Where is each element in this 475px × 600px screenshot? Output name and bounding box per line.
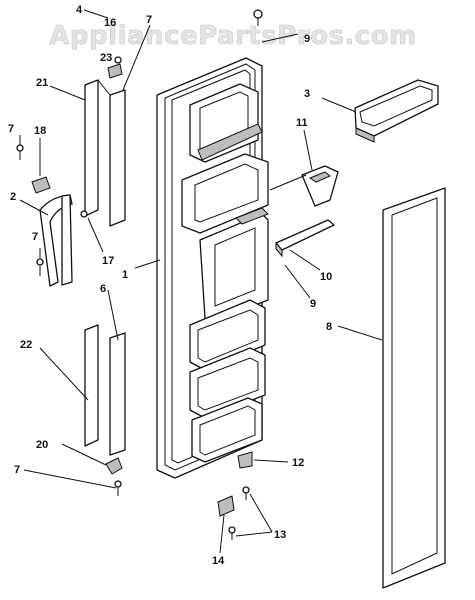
callout-13: 13 (274, 529, 286, 541)
upper-handle-trim (84, 79, 126, 227)
watermark-text: AppliancePartsPros.com (49, 21, 416, 51)
hinge-cap (105, 457, 123, 475)
upper-door-bin (189, 83, 263, 163)
callout-20: 20 (36, 439, 48, 451)
callout-3: 3 (304, 88, 310, 100)
callout-7-bottom: 7 (14, 464, 20, 476)
dispenser-housing (199, 207, 269, 323)
trim-clip (107, 63, 123, 79)
callout-4: 4 (76, 4, 83, 16)
screw-13a (242, 486, 250, 500)
door-shelf-bin (354, 79, 439, 143)
bottom-hinge-bracket (217, 495, 235, 517)
callout-1: 1 (122, 269, 128, 281)
callout-6: 6 (100, 283, 106, 295)
screw-7c (36, 258, 44, 276)
door-gasket (382, 187, 446, 589)
callout-14: 14 (212, 555, 225, 567)
door-handle (39, 194, 73, 287)
dispenser-trim-strip (275, 219, 335, 258)
handle-end-cap (31, 176, 51, 194)
callout-22: 22 (20, 339, 32, 351)
callout-9-top: 9 (304, 33, 310, 45)
hinge-bushing (237, 451, 253, 469)
callout-7-mid: 7 (32, 231, 38, 243)
callout-2: 2 (10, 191, 16, 203)
leader-lines (19, 9, 383, 554)
dispenser-chute (301, 165, 339, 207)
callout-7-left: 7 (8, 123, 14, 135)
callout-16: 16 (104, 17, 116, 29)
callout-labels: 4 7 16 23 9 21 3 11 7 18 2 7 17 1 10 6 9… (8, 4, 332, 567)
lower-handle-trim (84, 324, 126, 456)
screw-top (253, 9, 263, 26)
screw-13b (228, 526, 236, 540)
screw-7a (114, 56, 122, 64)
callout-9-mid: 9 (310, 298, 316, 310)
middle-door-bin (181, 153, 269, 234)
callout-21: 21 (36, 77, 48, 89)
callout-23: 23 (100, 52, 112, 64)
callout-17: 17 (102, 255, 114, 267)
screw-17 (80, 210, 88, 218)
callout-8: 8 (326, 321, 332, 333)
screw-7b (16, 144, 24, 160)
lower-door-bin-3 (191, 397, 263, 463)
callout-18: 18 (34, 125, 46, 137)
screw-7d (114, 480, 122, 496)
callout-11: 11 (296, 117, 308, 129)
callout-10: 10 (320, 271, 332, 283)
callout-12: 12 (292, 457, 304, 469)
callout-7-top: 7 (146, 14, 152, 26)
